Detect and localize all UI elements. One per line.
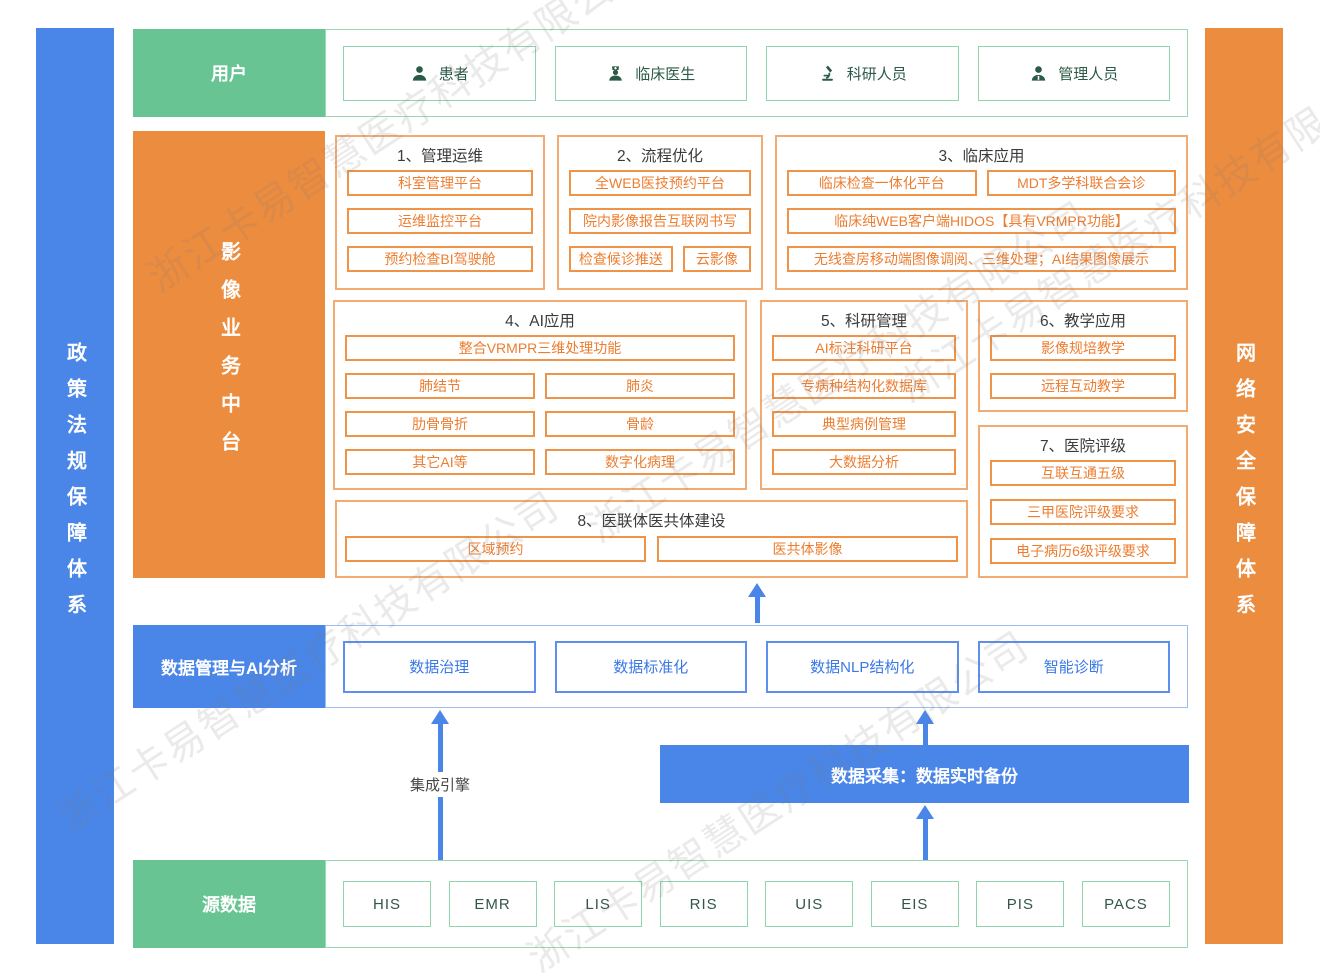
- item-box: 云影像: [682, 246, 751, 272]
- item-box: 互联互通五级: [990, 460, 1176, 486]
- doctor-icon: [609, 65, 623, 81]
- network-security-label: 网络安全保障体系: [1232, 342, 1255, 630]
- source-item-ris: RIS: [659, 881, 748, 927]
- group-management-ops: 1、管理运维 科室管理平台 运维监控平台 预约检查BI驾驶舱: [335, 135, 545, 290]
- item-box: 肺炎: [545, 373, 735, 399]
- group-medical-alliance: 8、医联体医共体建设 区域预约 医共体影像: [335, 500, 968, 578]
- item-box: 区域预约: [345, 536, 646, 562]
- item-box: 典型病例管理: [772, 411, 956, 437]
- source-item-pacs: PACS: [1081, 881, 1170, 927]
- source-item-eis: EIS: [870, 881, 959, 927]
- group-hospital-rating: 7、医院评级 互联互通五级 三甲医院评级要求 电子病历6级评级要求: [978, 425, 1188, 578]
- data-item-smart-diagnosis: 智能诊断: [977, 640, 1170, 693]
- user-item-patient: 患者: [343, 45, 536, 101]
- group-teaching-application: 6、教学应用 影像规培教学 远程互动教学: [978, 300, 1188, 412]
- microscope-icon: [821, 65, 833, 81]
- imaging-platform-label-block: 影像业务中台: [133, 131, 325, 578]
- user-item-label: 临床医生: [635, 65, 696, 83]
- group-title: 8、医联体医共体建设: [577, 513, 726, 530]
- group-clinical-application: 3、临床应用 临床检查一体化平台 MDT多学科联合会诊 临床纯WEB客户端HID…: [775, 135, 1188, 290]
- source-item-his: HIS: [343, 881, 431, 927]
- item-box: 其它AI等: [345, 449, 535, 475]
- item-box: 临床检查一体化平台: [787, 170, 977, 196]
- data-item-governance: 数据治理: [343, 640, 536, 693]
- group-process-optimization: 2、流程优化 全WEB医技预约平台 院内影像报告互联网书写 检查候诊推送 云影像: [557, 135, 763, 290]
- group-title: 5、科研管理: [820, 313, 908, 330]
- item-box: 运维监控平台: [347, 208, 533, 234]
- arrow-up-integration: [431, 710, 449, 724]
- group-title: 6、教学应用: [1039, 313, 1127, 330]
- user-item-label: 患者: [438, 65, 469, 83]
- item-box: 专病种结构化数据库: [772, 373, 956, 399]
- item-box: 数字化病理: [545, 449, 735, 475]
- item-box: MDT多学科联合会诊: [986, 170, 1176, 196]
- data-management-label: 数据管理与AI分析: [133, 625, 325, 708]
- group-title: 7、医院评级: [1039, 438, 1127, 455]
- item-box: 科室管理平台: [347, 170, 533, 196]
- item-box: 检查候诊推送: [569, 246, 673, 272]
- source-item-pis: PIS: [976, 881, 1065, 927]
- source-item-emr: EMR: [448, 881, 537, 927]
- arrow-shaft: [923, 723, 928, 745]
- arrow-shaft: [923, 818, 928, 860]
- policy-regulation-bar: 政策法规保障体系: [36, 28, 114, 944]
- item-box: 全WEB医技预约平台: [569, 170, 751, 196]
- user-row-container: 患者 临床医生 科研人员 管理人员: [325, 29, 1188, 117]
- arrow-up-to-platform: [748, 583, 766, 597]
- data-item-nlp: 数据NLP结构化: [766, 640, 959, 693]
- item-box: 肺结节: [345, 373, 535, 399]
- group-title: 1、管理运维: [396, 148, 484, 165]
- user-item-researcher: 科研人员: [766, 45, 959, 101]
- group-research-management: 5、科研管理 AI标注科研平台 专病种结构化数据库 典型病例管理 大数据分析: [760, 300, 968, 490]
- arrow-shaft: [755, 596, 760, 623]
- user-item-label: 科研人员: [846, 65, 907, 83]
- policy-regulation-label: 政策法规保障体系: [63, 342, 86, 630]
- item-box: 整合VRMPR三维处理功能: [345, 335, 735, 361]
- patient-icon: [412, 65, 426, 81]
- source-item-uis: UIS: [765, 881, 854, 927]
- item-box: 医共体影像: [657, 536, 958, 562]
- admin-icon: [1032, 65, 1046, 81]
- network-security-bar: 网络安全保障体系: [1205, 28, 1283, 944]
- user-row-label: 用户: [133, 29, 325, 117]
- source-data-label: 源数据: [133, 860, 325, 948]
- arrow-up-from-collection: [916, 710, 934, 724]
- user-item-label: 管理人员: [1058, 65, 1119, 83]
- data-management-container: 数据治理 数据标准化 数据NLP结构化 智能诊断: [325, 625, 1188, 708]
- user-item-manager: 管理人员: [977, 45, 1170, 101]
- data-item-standardization: 数据标准化: [554, 640, 747, 693]
- item-box: 大数据分析: [772, 449, 956, 475]
- imaging-platform-label: 影像业务中台: [217, 240, 240, 469]
- integration-engine-label: 集成引擎: [403, 772, 477, 797]
- item-box: 肋骨骨折: [345, 411, 535, 437]
- item-box: 骨龄: [545, 411, 735, 437]
- item-box: 预约检查BI驾驶舱: [347, 246, 533, 272]
- group-title: 3、临床应用: [938, 148, 1025, 165]
- item-box: 三甲医院评级要求: [990, 499, 1176, 525]
- item-box: 电子病历6级评级要求: [990, 538, 1176, 564]
- item-box: AI标注科研平台: [772, 335, 956, 361]
- item-box: 远程互动教学: [990, 373, 1176, 399]
- user-item-clinician: 临床医生: [554, 45, 747, 101]
- item-box: 无线查房移动端图像调阅、三维处理；AI结果图像展示: [787, 246, 1176, 272]
- source-data-container: HIS EMR LIS RIS UIS EIS PIS PACS: [325, 860, 1188, 948]
- item-box: 影像规培教学: [990, 335, 1176, 361]
- group-ai-application: 4、AI应用 整合VRMPR三维处理功能 肺结节 肺炎 肋骨骨折 骨龄 其它AI…: [333, 300, 747, 490]
- item-box: 院内影像报告互联网书写: [569, 208, 751, 234]
- item-box: 临床纯WEB客户端HIDOS【具有VRMPR功能】: [787, 208, 1176, 234]
- group-title: 2、流程优化: [616, 148, 704, 165]
- arrow-up-to-collection: [916, 805, 934, 819]
- group-title: 4、AI应用: [505, 313, 575, 330]
- data-collection-bar: 数据采集：数据实时备份: [660, 745, 1189, 803]
- source-item-lis: LIS: [554, 881, 643, 927]
